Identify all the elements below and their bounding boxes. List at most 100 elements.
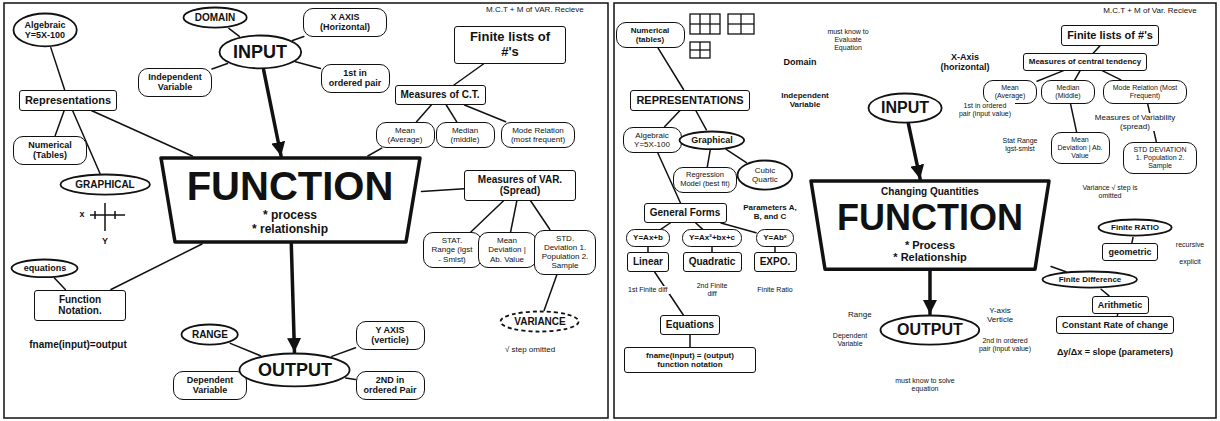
- concept-pill: STD. Deviation 1. Population 2. Sample: [534, 230, 596, 275]
- concept-text: Finite lists of #'s: [1067, 29, 1153, 42]
- axes-sketch: [90, 203, 125, 231]
- note-label: Y: [100, 236, 110, 246]
- note-label: √ step omitted: [503, 345, 557, 354]
- text-group: Dependent Variable: [180, 375, 240, 396]
- concept-text: Mean (Average): [383, 126, 428, 144]
- concept-text: geometric: [1108, 247, 1151, 257]
- concept-ellipse: equations: [10, 258, 79, 279]
- connector: [264, 70, 281, 156]
- concept-text: * Relationship: [837, 251, 1023, 264]
- text-group: FUNCTION* process* relationship: [187, 163, 394, 237]
- text-group: Numerical (tables): [623, 26, 678, 44]
- concept-text: Median (middle): [443, 126, 488, 144]
- ellipse-outline: [13, 14, 76, 47]
- text-group: General Forms: [650, 207, 721, 219]
- connector: [1071, 104, 1077, 132]
- concept-text: Finite RATIO: [1111, 223, 1159, 232]
- concept-pill: Median (middle): [436, 122, 495, 148]
- concept-text: Independent Variable: [145, 72, 205, 93]
- note-label: x: [77, 209, 86, 219]
- ellipse-outline: [501, 312, 579, 332]
- text-group: DOMAIN: [195, 12, 236, 24]
- concept-pill: Mean (Average): [376, 122, 435, 148]
- concept-box: EXPO.: [754, 252, 797, 272]
- concept-text: Mode Relation (most frequent): [508, 126, 568, 144]
- text-group: OUTPUT: [897, 321, 963, 339]
- connector: [111, 244, 202, 290]
- concept-ellipse: Finite Difference: [1041, 270, 1138, 289]
- table-line: [690, 23, 720, 24]
- connector: [229, 28, 239, 36]
- function-band: FUNCTION* process* relationship: [159, 156, 422, 244]
- concept-ellipse: Cubic Quartic: [736, 159, 794, 191]
- concept-pill: STAT. Range (lgst - Smlst): [423, 232, 482, 268]
- concept-ellipse: INPUT: [867, 92, 943, 124]
- connector: [707, 150, 710, 167]
- ellipse-outline: [868, 93, 941, 122]
- text-group: Mean Deviation | Ab. Value: [485, 236, 530, 264]
- concept-box: General Forms: [644, 203, 727, 223]
- concept-text: General Forms: [650, 207, 721, 219]
- concept-text: Measures of central tendency: [1029, 57, 1141, 66]
- text-group: GRAPHICAL: [75, 179, 134, 191]
- note-label: 2nd Finite diff: [690, 282, 734, 298]
- note-label: Parameters A, B, and C: [738, 203, 802, 221]
- text-group: Y=Ax+b: [633, 233, 663, 242]
- connector: [689, 335, 691, 347]
- concept-text: VARIANCE: [514, 316, 565, 328]
- concept-text: Algebraic: [24, 20, 65, 30]
- concept-text: X AXIS (Horizontal): [310, 12, 380, 33]
- text-group: AlgebraicY=5X-100: [24, 20, 65, 41]
- concept-box: geometric: [1102, 243, 1157, 261]
- ellipse-outline: [182, 325, 238, 345]
- note-label: fname(input)=output: [27, 339, 128, 351]
- concept-text: Finite Difference: [1059, 275, 1122, 284]
- connector: [346, 378, 356, 380]
- text-group: Mode Relation (Most Frequent): [1110, 84, 1180, 100]
- connector: [417, 105, 432, 122]
- connector: [296, 62, 321, 69]
- concept-text: Linear: [633, 256, 663, 268]
- connector: [332, 348, 356, 357]
- connector: [928, 271, 932, 314]
- text-group: INPUT: [233, 42, 287, 63]
- connector: [1102, 71, 1121, 80]
- concept-box: Measures of VAR. (Spread): [464, 170, 576, 201]
- connector: [51, 48, 65, 90]
- connector: [1051, 267, 1066, 272]
- concept-text: Measures of VAR. (Spread): [470, 174, 570, 197]
- text-group: 2ND in ordered Pair: [363, 375, 418, 396]
- tick: [114, 211, 116, 219]
- concept-ellipse: GRAPHICAL: [59, 173, 151, 196]
- concept-pill: X AXIS (Horizontal): [303, 8, 387, 37]
- concept-text: DOMAIN: [195, 12, 236, 24]
- concept-ellipse: AlgebraicY=5X-100: [12, 12, 78, 48]
- concept-box: REPRESENTATIONS: [630, 90, 749, 111]
- text-group: X AXIS (Horizontal): [310, 12, 380, 33]
- text-group: Function Notation.: [40, 294, 120, 317]
- connector: [55, 111, 64, 136]
- concept-pill: Mode Relation (Most Frequent): [1103, 80, 1187, 104]
- ellipse-outline: [1098, 220, 1171, 236]
- text-group: OUTPUT: [258, 360, 332, 381]
- concept-text: STAT. Range (lgst - Smlst): [430, 236, 475, 264]
- text-group: equations: [24, 263, 67, 273]
- connector: [91, 111, 192, 157]
- text-group: fname(input) = (output) function notatio…: [630, 351, 750, 369]
- concept-box: Function Notation.: [34, 290, 126, 321]
- text-group: VARIANCE: [514, 316, 565, 328]
- text-group: Y=Ax²+bx+c: [689, 233, 735, 242]
- ellipse-outline: [12, 259, 78, 277]
- concept-ellipse: RANGE: [180, 323, 239, 346]
- note-label: X-Axis (horizontal): [933, 52, 997, 73]
- concept-text: Regression Model (best fit): [680, 171, 730, 188]
- connector: [230, 343, 260, 355]
- text-group: Numerical (Tables): [20, 140, 80, 161]
- text-group: INPUT: [881, 99, 929, 117]
- text-group: Arithmetic: [1098, 300, 1143, 310]
- concept-pill: STD DEVIATION 1. Population 2. Sample: [1123, 142, 1197, 174]
- connector: [446, 105, 457, 122]
- concept-pill: 1st in ordered pair: [321, 64, 390, 93]
- concept-text: Changing Quantities: [837, 186, 1023, 198]
